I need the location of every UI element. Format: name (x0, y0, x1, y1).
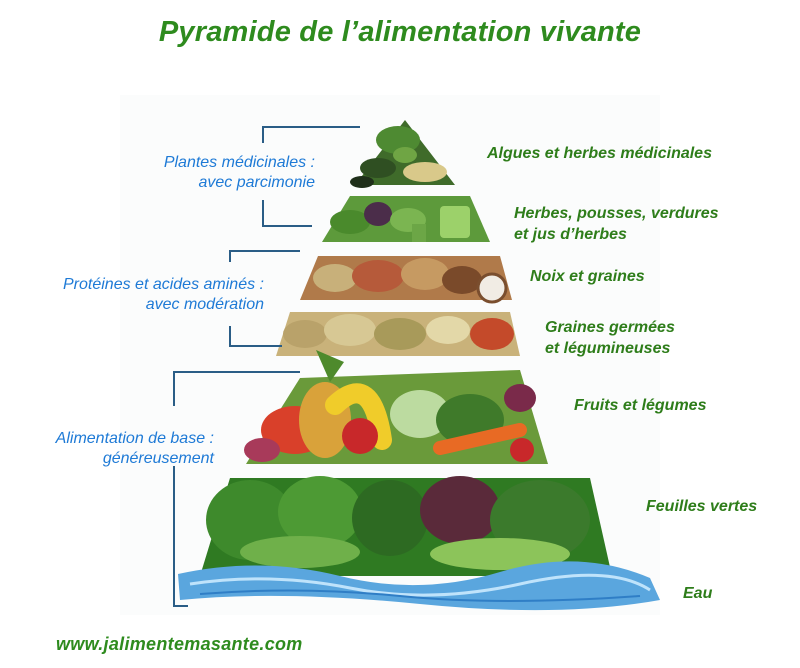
group-line: Alimentation de base : (55, 430, 214, 447)
tier-line: et légumineuses (545, 340, 671, 357)
bracket-plantes (262, 126, 360, 227)
tier-feuilles-image (200, 476, 612, 576)
group-label-proteines: Protéines et acides aminés : avec modéra… (63, 275, 264, 315)
tier-noix-image (300, 256, 512, 304)
tier-label-eau: Eau (683, 583, 712, 604)
group-line: avec modération (145, 296, 264, 313)
group-line: avec parcimonie (198, 174, 316, 191)
website-url[interactable]: www.jalimentemasante.com (56, 634, 303, 654)
tier-label-algues: Algues et herbes médicinales (487, 143, 712, 164)
tier-label-fruits: Fruits et légumes (574, 395, 706, 416)
tier-label-noix: Noix et graines (530, 266, 645, 287)
group-line: Protéines et acides aminés : (63, 276, 264, 293)
tier-eau-image (178, 561, 660, 611)
group-line: généreusement (102, 450, 214, 467)
tier-graines-image (276, 312, 520, 356)
tier-algues-image (350, 120, 455, 188)
bracket-proteines (229, 250, 300, 347)
tier-fruits-image (244, 350, 548, 464)
tier-line: Herbes, pousses, verdures (514, 205, 719, 222)
tier-line: Noix et graines (530, 268, 645, 285)
group-label-plantes: Plantes médicinales : avec parcimonie (164, 153, 315, 193)
tier-label-graines: Graines germées et légumineuses (545, 317, 675, 359)
tier-line: Eau (683, 585, 713, 602)
tier-line: Algues et herbes médicinales (487, 145, 712, 162)
tier-herbes-image (322, 196, 490, 242)
tier-line: et jus d’herbes (514, 226, 627, 243)
tier-label-feuilles: Feuilles vertes (646, 496, 757, 517)
group-label-base: Alimentation de base : généreusement (56, 429, 214, 469)
bracket-base (173, 371, 300, 607)
tier-label-herbes: Herbes, pousses, verdures et jus d’herbe… (514, 203, 719, 245)
tier-line: Graines germées (545, 319, 675, 336)
page-title: Pyramide de l’alimentation vivante (158, 16, 642, 48)
tier-line: Fruits et légumes (574, 397, 707, 414)
tier-line: Feuilles vertes (646, 498, 758, 515)
group-line: Plantes médicinales : (163, 154, 315, 171)
